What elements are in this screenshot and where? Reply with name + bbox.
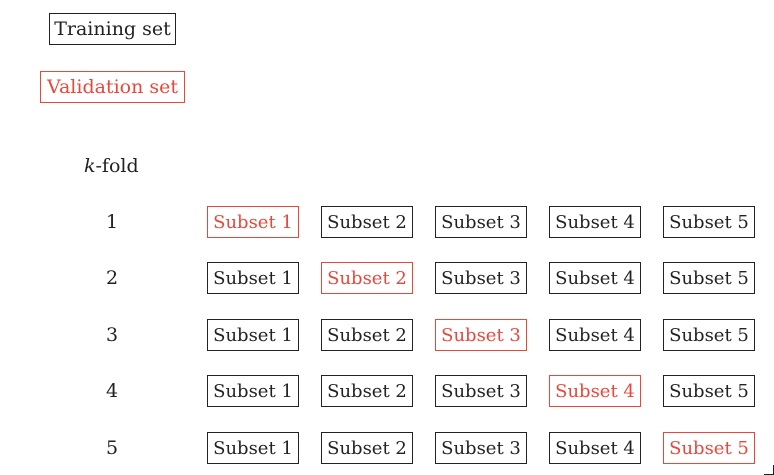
fold-row-1: 1 Subset 1 Subset 2 Subset 3 Subset 4 Subset …: [0, 206, 774, 238]
fold-number: 3: [105, 324, 119, 346]
training-subset-box: Subset 4: [549, 262, 641, 294]
fold-number: 5: [105, 437, 119, 459]
training-subset-box: Subset 1: [207, 375, 299, 407]
fold-row-4: 4 Subset 1 Subset 2 Subset 3 Subset 4 Subset …: [0, 375, 774, 407]
training-subset-box: Subset 5: [663, 206, 755, 238]
training-subset-box: Subset 1: [207, 432, 299, 464]
legend-training-box: Training set: [49, 13, 176, 45]
fold-number: 1: [105, 211, 119, 233]
corner-mark: [764, 465, 774, 475]
kfold-suffix: -fold: [95, 155, 139, 177]
training-subset-box: Subset 1: [207, 262, 299, 294]
training-subset-box: Subset 2: [321, 432, 413, 464]
training-subset-box: Subset 3: [435, 375, 527, 407]
legend-validation-box: Validation set: [40, 71, 185, 103]
training-subset-box: Subset 3: [435, 206, 527, 238]
validation-subset-box: Subset 1: [207, 206, 299, 238]
fold-number: 2: [105, 267, 119, 289]
training-subset-box: Subset 5: [663, 262, 755, 294]
validation-subset-box: Subset 4: [549, 375, 641, 407]
training-subset-box: Subset 1: [207, 319, 299, 351]
training-subset-box: Subset 4: [549, 432, 641, 464]
training-subset-box: Subset 5: [663, 375, 755, 407]
training-subset-box: Subset 5: [663, 319, 755, 351]
validation-subset-box: Subset 3: [435, 319, 527, 351]
training-subset-box: Subset 4: [549, 206, 641, 238]
training-subset-box: Subset 3: [435, 262, 527, 294]
legend-validation-label: Validation set: [46, 76, 178, 98]
training-subset-box: Subset 2: [321, 206, 413, 238]
validation-subset-box: Subset 2: [321, 262, 413, 294]
fold-row-2: 2 Subset 1 Subset 2 Subset 3 Subset 4 Subset …: [0, 262, 774, 294]
legend-training-label: Training set: [54, 18, 171, 40]
training-subset-box: Subset 3: [435, 432, 527, 464]
kfold-heading: k-fold: [84, 154, 139, 178]
fold-row-5: 5 Subset 1 Subset 2 Subset 3 Subset 4 Subset …: [0, 432, 774, 464]
validation-subset-box: Subset 5: [663, 432, 755, 464]
training-subset-box: Subset 2: [321, 375, 413, 407]
kfold-variable: k: [84, 155, 96, 177]
training-subset-box: Subset 2: [321, 319, 413, 351]
fold-number: 4: [105, 380, 119, 402]
training-subset-box: Subset 4: [549, 319, 641, 351]
fold-row-3: 3 Subset 1 Subset 2 Subset 3 Subset 4 Subset …: [0, 319, 774, 351]
